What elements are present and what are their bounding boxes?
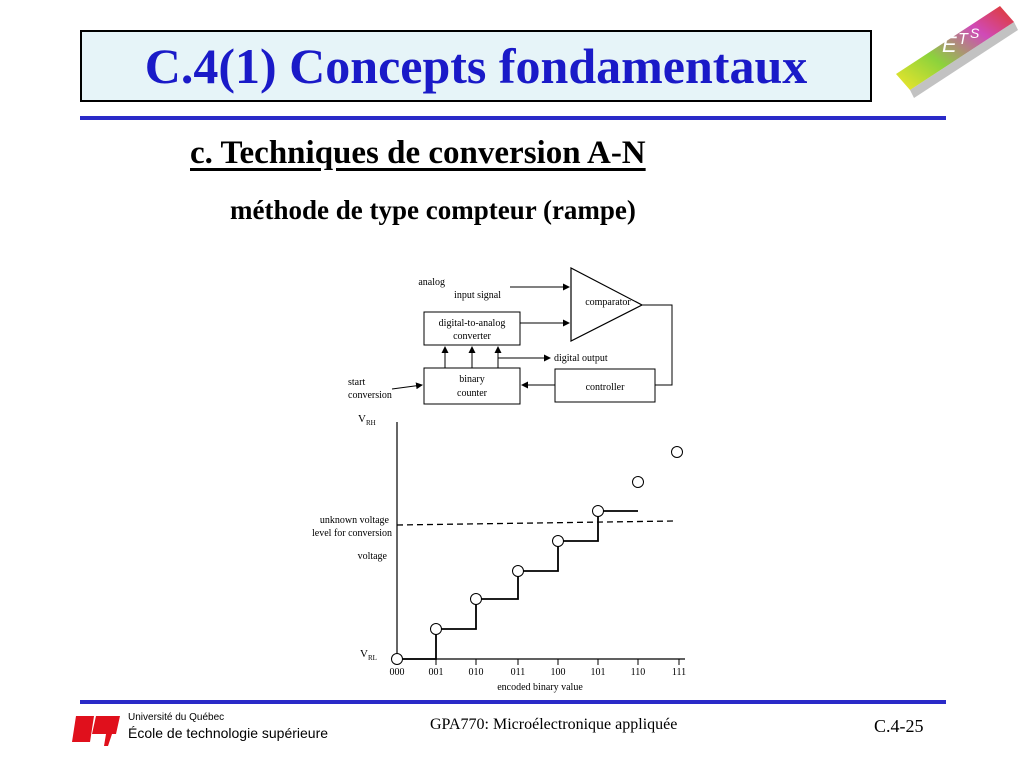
code-label: 010 bbox=[469, 667, 484, 678]
code-label: 101 bbox=[591, 667, 606, 678]
code-labels: 000 001 010 011 100 101 110 111 bbox=[390, 667, 687, 678]
comparator-symbol bbox=[570, 267, 644, 342]
code-label: 000 bbox=[390, 667, 405, 678]
code-label: 100 bbox=[551, 667, 566, 678]
start-label-1: start bbox=[348, 377, 365, 388]
footer-university: Université du Québec bbox=[128, 712, 225, 723]
sample-points bbox=[391, 446, 683, 665]
code-label: 011 bbox=[511, 667, 526, 678]
counter-label-2: counter bbox=[457, 388, 488, 399]
svg-text:T: T bbox=[958, 31, 969, 48]
page-number: C.4-25 bbox=[874, 716, 924, 736]
analog-input-label-2: input signal bbox=[454, 290, 501, 301]
dac-label-1: digital-to-analog bbox=[439, 318, 506, 329]
bottom-rule bbox=[80, 700, 946, 704]
dac-label-2: converter bbox=[453, 331, 491, 342]
top-rule bbox=[80, 116, 946, 120]
code-label: 111 bbox=[672, 667, 686, 678]
svg-text:É: É bbox=[942, 32, 957, 57]
uq-logo bbox=[72, 716, 120, 746]
ets-logo: É T S bbox=[896, 6, 1018, 98]
plot-ticks bbox=[396, 659, 680, 665]
voltage-label: voltage bbox=[358, 551, 388, 562]
footer-course: GPA770: Microélectronique appliquée bbox=[430, 716, 678, 733]
code-label: 110 bbox=[631, 667, 646, 678]
vrh-label: VRH bbox=[358, 413, 376, 427]
staircase-ramp bbox=[397, 510, 638, 660]
vrl-label: VRL bbox=[360, 648, 377, 662]
code-label: 001 bbox=[429, 667, 444, 678]
unknown-label-1: unknown voltage bbox=[320, 515, 390, 526]
dac-block bbox=[423, 311, 521, 346]
digital-output-label: digital output bbox=[554, 353, 608, 364]
x-axis-label: encoded binary value bbox=[497, 682, 583, 693]
slide-subtitle: c. Techniques de conversion A-N bbox=[190, 135, 646, 171]
slide-subsubtitle: méthode de type compteur (rampe) bbox=[230, 195, 636, 225]
unknown-voltage-level bbox=[396, 520, 676, 526]
controller-label: controller bbox=[586, 382, 626, 393]
footer-school: École de technologie supérieure bbox=[128, 725, 329, 741]
comparator-label: comparator bbox=[585, 297, 631, 308]
counter-label-1: binary bbox=[459, 374, 485, 385]
unknown-label-2: level for conversion bbox=[312, 528, 392, 539]
title-box: C.4(1) Concepts fondamentaux bbox=[80, 30, 872, 102]
slide-title: C.4(1) Concepts fondamentaux bbox=[144, 38, 808, 94]
analog-input-label-1: analog bbox=[418, 277, 445, 288]
start-label-2: conversion bbox=[348, 390, 392, 401]
counter-adc-diagram: analog input signal comparator digital-t… bbox=[312, 267, 687, 693]
svg-text:S: S bbox=[970, 25, 980, 41]
